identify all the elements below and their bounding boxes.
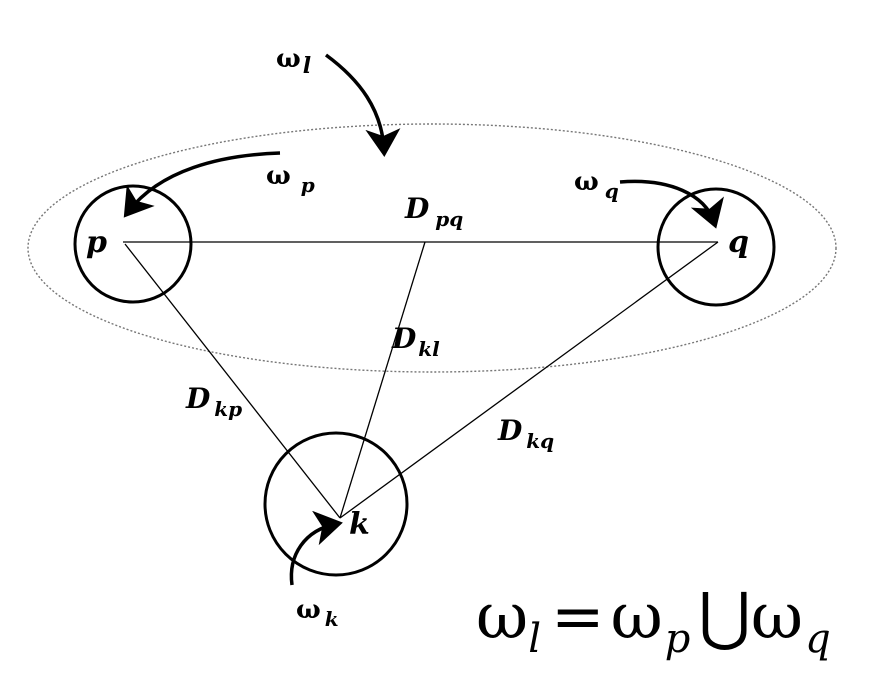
node-q-label: q [728,225,749,260]
arrow-omega-k [289,510,343,586]
omega-l-label: ωl [276,44,311,79]
union-formula: ωl=ωp⋃ωq [476,580,831,662]
edge-kl [339,241,426,519]
edge-kp [124,243,341,519]
arrow-omega-p [123,151,281,218]
node-k-label: k [349,507,370,542]
node-k-circle [263,431,409,577]
node-p-label: p [86,225,107,260]
cluster-l-ellipse [27,123,837,373]
arrow-omega-l [324,53,401,157]
arrow-omega-q [619,179,724,229]
node-q-circle [656,187,776,307]
edge-kq [339,241,719,519]
